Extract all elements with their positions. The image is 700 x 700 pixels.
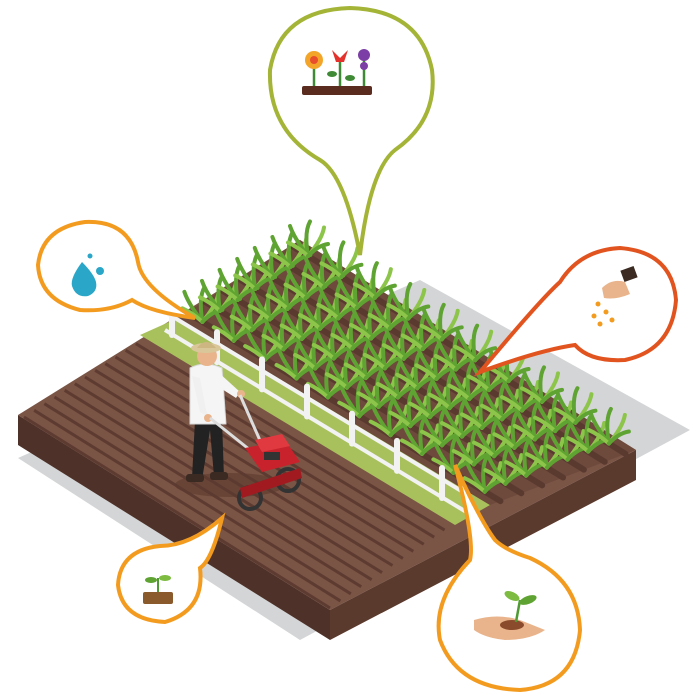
- corn-plant: [420, 408, 464, 448]
- field-left-side: [18, 415, 330, 640]
- corn-plant: [586, 407, 631, 446]
- furrow-line: [94, 369, 404, 560]
- furrow-line: [33, 409, 342, 603]
- corn-plant: [419, 302, 464, 342]
- seed-sowing-hand-icon: [591, 265, 638, 327]
- corn-plant: [504, 439, 549, 478]
- corn-plant: [520, 365, 564, 404]
- corn-plant: [352, 261, 397, 300]
- tiller-icon: [209, 394, 302, 511]
- corn-plant: [286, 219, 330, 258]
- corn-plant: [386, 281, 431, 321]
- furrow-line: [135, 342, 446, 532]
- furrow-line: [23, 415, 331, 610]
- water-drop-icon: [71, 253, 104, 297]
- furrow-line: [43, 402, 352, 596]
- hand-with-sprout-icon: [474, 591, 545, 640]
- flowers-icon: [302, 49, 372, 95]
- seedling-hand-callout: [436, 464, 583, 693]
- seeds-callout: [473, 245, 679, 377]
- water-callout: [35, 219, 196, 320]
- corn-plant: [545, 423, 590, 462]
- sprout-in-soil-icon: [143, 575, 173, 604]
- corn-field: [180, 219, 631, 494]
- corn-plant: [553, 386, 598, 425]
- corn-plant: [319, 240, 364, 279]
- corn-plant: [414, 342, 459, 381]
- soil-sprout-callout: [115, 512, 226, 625]
- furrow-line: [84, 375, 394, 567]
- flowers-callout: [267, 5, 435, 256]
- corn-plant: [453, 323, 498, 363]
